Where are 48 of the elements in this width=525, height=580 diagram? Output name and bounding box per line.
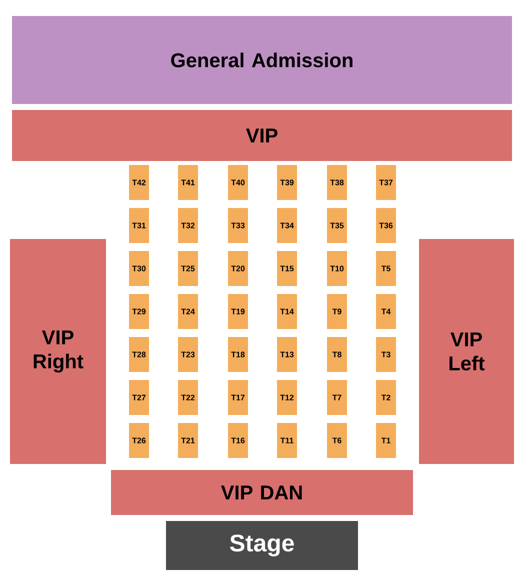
table-block: T29	[129, 294, 149, 329]
table-block: T31	[129, 208, 149, 243]
table-block: T21	[178, 423, 198, 458]
table-block: T22	[178, 380, 198, 415]
seating-section: General Admission	[12, 16, 512, 104]
table-block: T40	[228, 165, 248, 200]
table-block: T10	[327, 251, 347, 286]
table-block: T3	[376, 337, 396, 372]
table-block: T32	[178, 208, 198, 243]
table-block: T42	[129, 165, 149, 200]
table-block: T13	[277, 337, 297, 372]
table-block: T27	[129, 380, 149, 415]
table-block: T12	[277, 380, 297, 415]
table-block: T2	[376, 380, 396, 415]
table-block: T16	[228, 423, 248, 458]
table-block: T39	[277, 165, 297, 200]
seating-section: VIP Left	[419, 239, 514, 464]
stage-block: Stage	[166, 521, 358, 570]
table-block: T4	[376, 294, 396, 329]
table-block: T36	[376, 208, 396, 243]
table-block: T11	[277, 423, 297, 458]
table-block: T28	[129, 337, 149, 372]
table-block: T23	[178, 337, 198, 372]
table-block: T7	[327, 380, 347, 415]
table-block: T38	[327, 165, 347, 200]
table-block: T5	[376, 251, 396, 286]
table-block: T6	[327, 423, 347, 458]
table-block: T18	[228, 337, 248, 372]
table-block: T30	[129, 251, 149, 286]
table-block: T19	[228, 294, 248, 329]
table-block: T9	[327, 294, 347, 329]
table-block: T37	[376, 165, 396, 200]
table-block: T25	[178, 251, 198, 286]
table-block: T17	[228, 380, 248, 415]
table-block: T14	[277, 294, 297, 329]
table-block: T8	[327, 337, 347, 372]
seating-section: VIP	[12, 110, 512, 161]
table-block: T33	[228, 208, 248, 243]
table-block: T15	[277, 251, 297, 286]
table-block: T1	[376, 423, 396, 458]
table-block: T20	[228, 251, 248, 286]
table-block: T34	[277, 208, 297, 243]
table-block: T26	[129, 423, 149, 458]
table-block: T35	[327, 208, 347, 243]
seating-section: VIP DAN	[111, 470, 413, 515]
table-block: T41	[178, 165, 198, 200]
seating-section: VIP Right	[10, 239, 106, 464]
table-block: T24	[178, 294, 198, 329]
